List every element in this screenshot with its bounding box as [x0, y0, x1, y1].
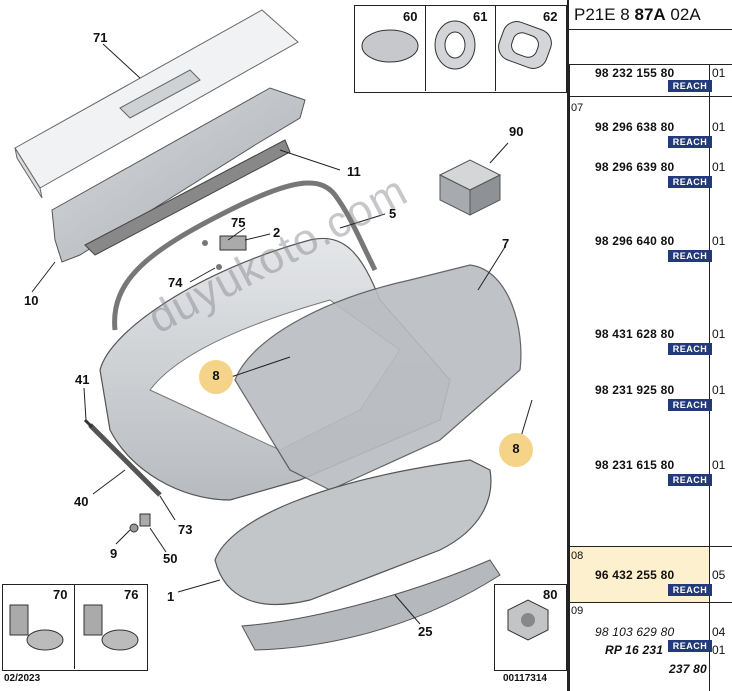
diagram-drawing: [9, 9, 552, 651]
part-ref: 98 231 615 80: [595, 458, 675, 472]
part-ref: 98 103 629 80: [595, 625, 675, 639]
inset-num-76: 76: [124, 587, 139, 602]
part-90-block: [438, 159, 502, 216]
part-ref: 98 431 628 80: [595, 327, 675, 341]
inset-num-60: 60: [403, 9, 418, 24]
replacement-ref: RP 16 231: [605, 643, 664, 657]
part-qty: 01: [712, 66, 726, 80]
reach-badge: REACH: [668, 640, 712, 652]
group-index: 07: [571, 102, 584, 114]
inset-70-drawing: [9, 604, 64, 651]
part-label-9: 9: [110, 546, 118, 561]
part-label-25: 25: [418, 624, 433, 639]
part-label-50: 50: [163, 551, 178, 566]
part-ref: 98 296 639 80: [595, 160, 675, 174]
reach-badge: REACH: [668, 474, 712, 486]
reach-badge: REACH: [668, 584, 712, 596]
reach-badge: REACH: [668, 343, 712, 355]
reach-badge: REACH: [668, 136, 712, 148]
callout-8-left: 8: [199, 360, 233, 394]
part-label-7: 7: [502, 236, 510, 251]
diagram-code: 00117314: [503, 673, 547, 684]
header-prefix: P21E 8: [574, 5, 635, 24]
reach-badge: REACH: [668, 80, 712, 92]
part-label-73: 73: [178, 522, 193, 537]
parts-list: P21E 8 87A 02A 98 232 155 80 01 REACH 07…: [567, 0, 732, 691]
part-ref: 96 432 255 80: [595, 568, 675, 582]
part-label-41: 41: [75, 372, 90, 387]
part-label-10: 10: [24, 293, 39, 308]
part-qty: 01: [712, 383, 726, 397]
part-label-75: 75: [231, 215, 246, 230]
part-label-90: 90: [509, 124, 524, 139]
callout-8-right: 8: [499, 433, 533, 467]
part-qty: 05: [712, 568, 726, 582]
inset-80-drawing: [507, 599, 549, 641]
header-bold: 87A: [634, 5, 666, 24]
inset-num-70: 70: [53, 587, 68, 602]
part-qty: 01: [712, 160, 726, 174]
inset-num-62: 62: [543, 9, 558, 24]
inset-num-61: 61: [473, 9, 488, 24]
part-71-outline: [14, 9, 299, 199]
part-ref: 98 231 925 80: [595, 383, 675, 397]
top-inset-divider-1: [425, 5, 426, 91]
part-ref: 98 296 638 80: [595, 120, 675, 134]
part-ref: 98 296 640 80: [595, 234, 675, 248]
inset-num-80: 80: [543, 587, 558, 602]
diagram-date: 02/2023: [4, 673, 41, 684]
part-label-1: 1: [167, 589, 175, 604]
group-index: 09: [571, 605, 584, 617]
part-qty: 01: [712, 120, 726, 134]
part-ref: 98 232 155 80: [595, 66, 675, 80]
replacement-ref-cont: 237 80: [669, 662, 707, 676]
inset-60-seal: [361, 29, 419, 63]
part-qty: 01: [712, 327, 726, 341]
part-label-2: 2: [273, 225, 281, 240]
header-suffix: 02A: [665, 5, 701, 24]
qty-column-divider: [709, 64, 710, 691]
part-qty: 04: [712, 625, 726, 639]
bottom-inset-divider: [74, 584, 75, 669]
inset-76-drawing: [83, 604, 139, 651]
bottom-inset-right: 80: [494, 584, 567, 671]
reach-badge: REACH: [668, 399, 712, 411]
group-index: 08: [571, 550, 584, 562]
top-inset-frame: 60 61 62: [354, 5, 567, 93]
replacement-qty: 01: [712, 643, 726, 657]
part-10-spoiler: [51, 87, 306, 263]
part-label-71: 71: [93, 30, 108, 45]
exploded-diagram: duyukoto.com 8 8 71 11 5 75 2 74 10 7 90…: [2, 5, 567, 684]
part-label-74: 74: [168, 275, 183, 290]
part-label-11: 11: [347, 164, 361, 179]
reach-badge: REACH: [668, 250, 712, 262]
top-inset-divider-2: [495, 5, 496, 91]
part-label-5: 5: [389, 206, 397, 221]
part-label-40: 40: [74, 494, 89, 509]
part-qty: 01: [712, 458, 726, 472]
bottom-inset-left: 70 76: [2, 584, 148, 671]
part-qty: 01: [712, 234, 726, 248]
parts-list-header: P21E 8 87A 02A: [569, 0, 732, 30]
reach-badge: REACH: [668, 176, 712, 188]
